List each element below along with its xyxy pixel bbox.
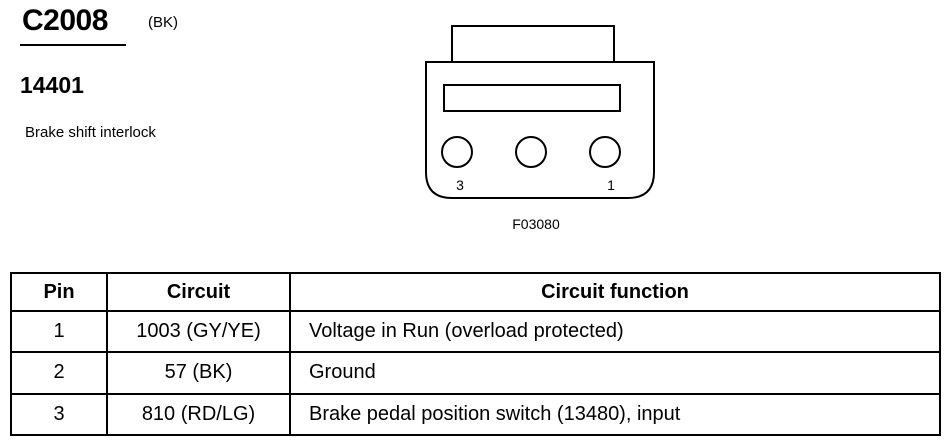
connector-key-slot: [443, 84, 621, 112]
cell-circuit: 810 (RD/LG): [106, 392, 291, 437]
cell-pin: 3: [10, 392, 108, 437]
pin-label-right: 1: [607, 177, 615, 193]
header-pin: Pin: [10, 272, 108, 312]
cell-pin: 1: [10, 309, 108, 354]
figure-id: F03080: [512, 216, 560, 232]
pin-label-left: 3: [456, 177, 464, 193]
connector-body: [425, 61, 655, 199]
cell-circuit-function: Ground: [289, 351, 941, 395]
header-circuit: Circuit: [106, 272, 291, 312]
table-row: 3 810 (RD/LG) Brake pedal position switc…: [10, 392, 941, 437]
pin-cavity-2: [515, 136, 547, 168]
pin-cavity-1: [589, 136, 621, 168]
connector-id-underline: [20, 44, 126, 46]
connector-color-code: (BK): [148, 14, 178, 31]
table-row: 1 1003 (GY/YE) Voltage in Run (overload …: [10, 309, 941, 354]
pin-cavity-3: [441, 136, 473, 168]
connector-latch: [451, 25, 615, 62]
connector-id: C2008: [22, 4, 108, 37]
connector-face-diagram: 3 1 F03080: [425, 25, 655, 232]
cell-pin: 2: [10, 351, 108, 395]
header-circuit-function: Circuit function: [289, 272, 941, 312]
table-row: 2 57 (BK) Ground: [10, 351, 941, 395]
cell-circuit-function: Brake pedal position switch (13480), inp…: [289, 392, 941, 437]
table-header-row: Pin Circuit Circuit function: [10, 272, 941, 312]
cell-circuit-function: Voltage in Run (overload protected): [289, 309, 941, 354]
pin-circuit-table: Pin Circuit Circuit function 1 1003 (GY/…: [10, 272, 941, 437]
cell-circuit: 57 (BK): [106, 351, 291, 395]
cell-circuit: 1003 (GY/YE): [106, 309, 291, 354]
part-number: 14401: [20, 72, 84, 98]
connector-description: Brake shift interlock: [25, 124, 156, 141]
